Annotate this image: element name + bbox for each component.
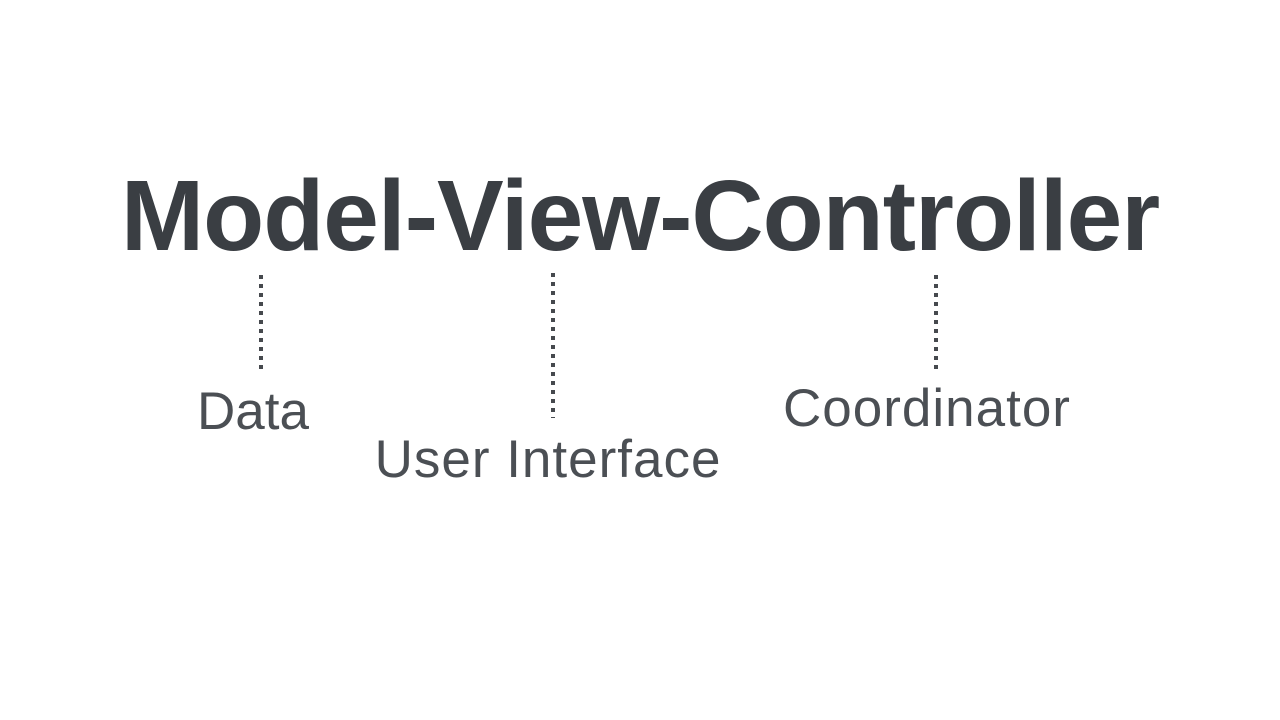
dotted-connector-view bbox=[551, 273, 555, 418]
label-view-meaning: User Interface bbox=[374, 430, 722, 489]
dotted-connector-model bbox=[259, 275, 263, 370]
label-model-meaning: Data bbox=[197, 382, 309, 441]
dotted-connector-controller bbox=[934, 275, 938, 370]
page-title: Model-View-Controller bbox=[120, 160, 1160, 272]
label-controller-meaning: Coordinator bbox=[783, 379, 1071, 438]
